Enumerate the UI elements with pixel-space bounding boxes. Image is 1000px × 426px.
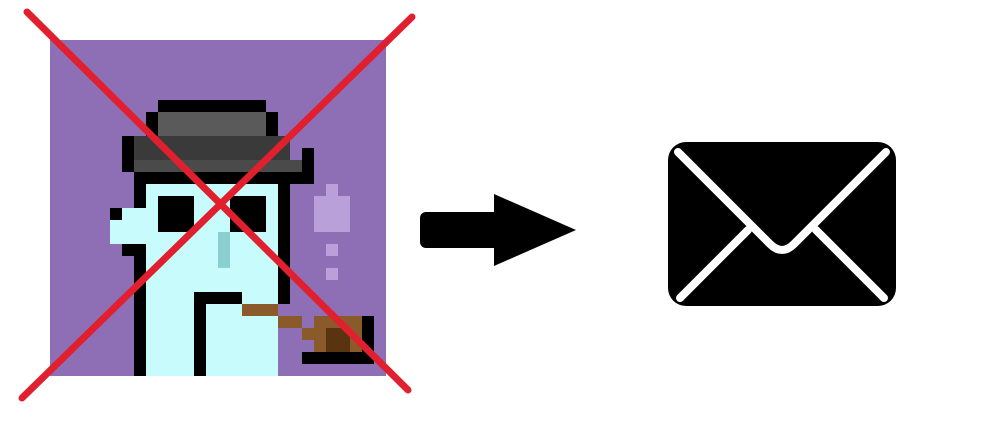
- eyebrow: [158, 196, 194, 208]
- eye: [158, 208, 194, 232]
- hat-brim: [134, 160, 314, 172]
- hat-band: [134, 136, 290, 160]
- mouth: [194, 292, 242, 304]
- pixel-avatar-image: [50, 40, 386, 376]
- nose-shade: [218, 232, 230, 268]
- smoke-puff: [314, 196, 350, 232]
- chin-edge: [278, 292, 290, 304]
- envelope-icon: [668, 142, 896, 306]
- right-arrow-icon: [420, 194, 576, 266]
- pipe-stem: [242, 304, 278, 316]
